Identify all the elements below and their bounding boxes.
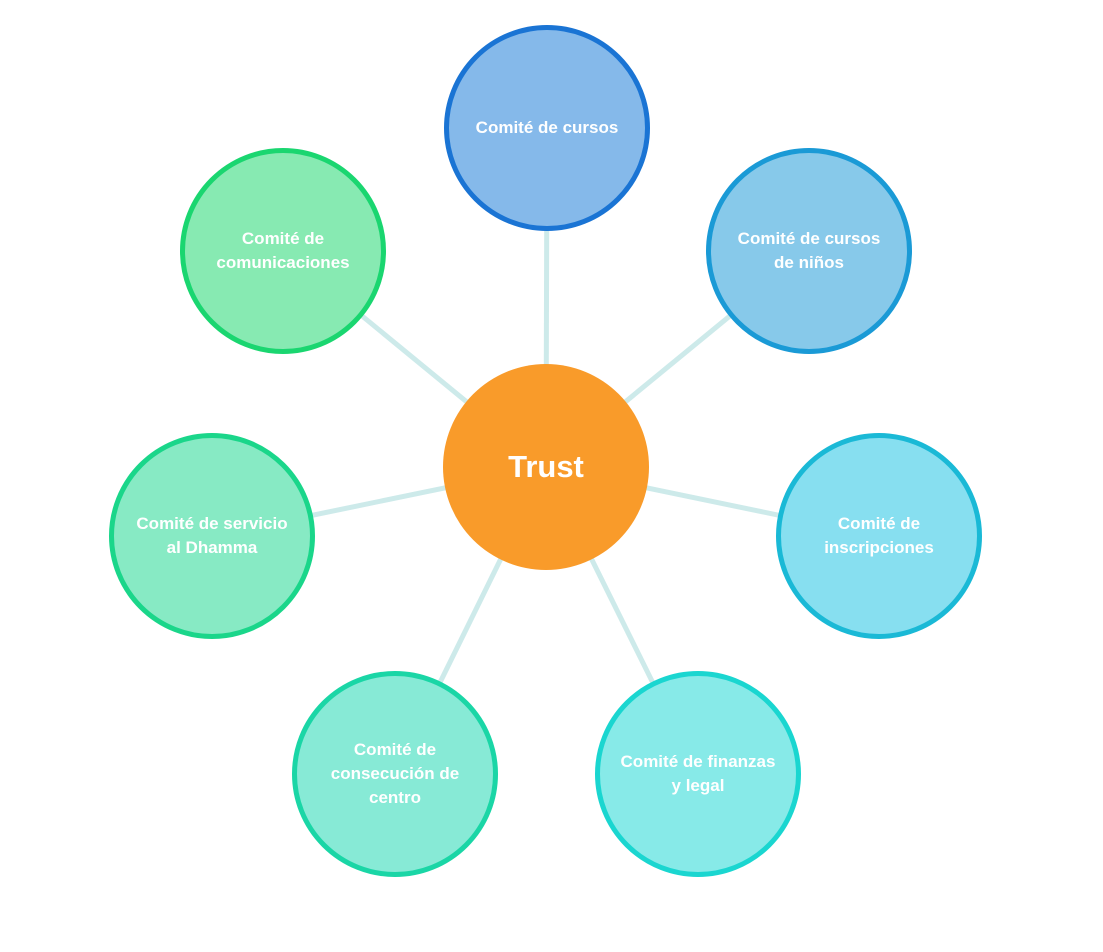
trust-label: Trust <box>508 449 584 484</box>
node-label: Comité de servicio al Dhamma <box>136 514 288 557</box>
trust-node: Trust <box>443 364 649 570</box>
node-label: Comité de cursos de niños <box>737 229 881 272</box>
node-label: Comité de inscripciones <box>824 514 934 557</box>
committee-node-children-courses: Comité de cursos de niños <box>706 148 912 354</box>
committee-node-courses: Comité de cursos <box>444 25 650 231</box>
committee-node-center-acquisition: Comité de consecución de centro <box>292 671 498 877</box>
node-label: Comité de consecución de centro <box>330 740 460 807</box>
committee-node-registrations: Comité de inscripciones <box>776 433 982 639</box>
committee-node-finance-legal: Comité de finanzas y legal <box>595 671 801 877</box>
committee-node-communications: Comité de comunicaciones <box>180 148 386 354</box>
committee-node-dhamma-service: Comité de servicio al Dhamma <box>109 433 315 639</box>
node-label: Comité de comunicaciones <box>216 229 350 272</box>
node-label: Comité de finanzas y legal <box>620 752 776 795</box>
node-label: Comité de cursos <box>475 118 619 137</box>
